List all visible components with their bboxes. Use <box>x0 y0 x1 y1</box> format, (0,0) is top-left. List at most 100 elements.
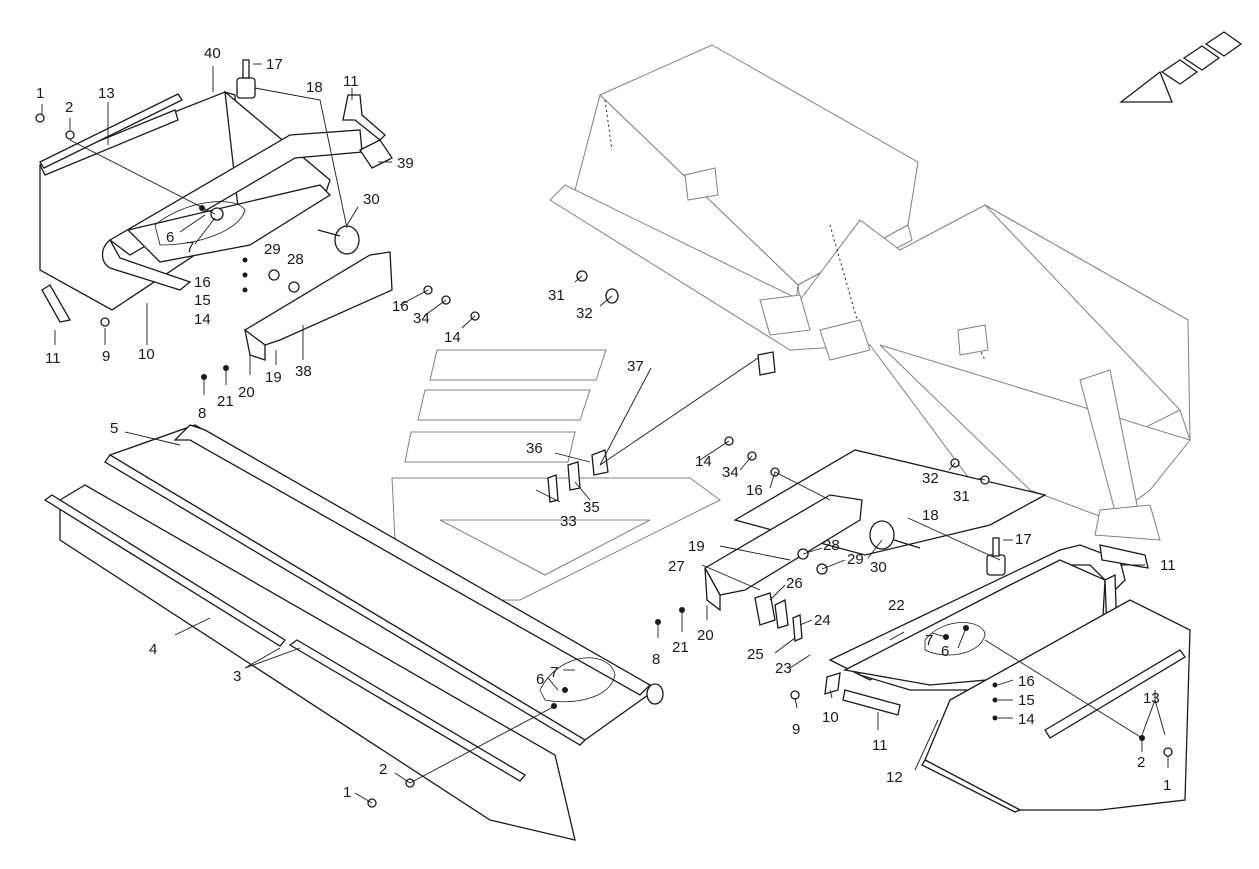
callout-24: 24 <box>814 612 831 629</box>
direction-arrow-icon <box>1119 31 1243 103</box>
callout-18: 18 <box>922 507 939 524</box>
callout-16: 16 <box>1018 673 1035 690</box>
center-fitting-37 <box>757 351 776 376</box>
callout-9: 9 <box>102 348 110 365</box>
left-rubber-30 <box>317 225 360 255</box>
hopper-body <box>549 44 1191 541</box>
panel-4 <box>59 484 576 841</box>
left-inner-plate <box>126 184 332 263</box>
callouts: 1 2 13 40 17 18 11 39 30 6 7 29 28 16 15… <box>36 45 1176 801</box>
right-strip-13 <box>1044 649 1186 739</box>
callout-19: 19 <box>265 369 282 386</box>
callout-6: 6 <box>166 229 174 246</box>
callout-23: 23 <box>775 660 792 677</box>
callout-16: 16 <box>392 298 409 315</box>
callout-33: 33 <box>560 513 577 530</box>
callout-40: 40 <box>204 45 221 62</box>
callout-32: 32 <box>922 470 939 487</box>
callout-14: 14 <box>444 329 461 346</box>
callout-2: 2 <box>379 761 387 778</box>
callout-29: 29 <box>847 551 864 568</box>
callout-20: 20 <box>697 627 714 644</box>
callout-20: 20 <box>238 384 255 401</box>
right-rubber-30 <box>869 520 921 550</box>
callout-15: 15 <box>1018 692 1035 709</box>
right-hardware <box>367 436 1173 808</box>
left-damper-17 <box>236 59 256 99</box>
callout-1: 1 <box>343 784 351 801</box>
callout-21: 21 <box>672 639 689 656</box>
callout-31: 31 <box>953 488 970 505</box>
callout-13: 13 <box>98 85 115 102</box>
callout-1: 1 <box>36 85 44 102</box>
right-bracket-11b <box>842 689 901 716</box>
right-side-panel-12 <box>921 599 1191 813</box>
callout-3: 3 <box>233 668 241 685</box>
callout-14: 14 <box>194 311 211 328</box>
callout-8: 8 <box>652 651 660 668</box>
strips-3 <box>43 494 526 782</box>
callout-37: 37 <box>627 358 644 375</box>
left-strip-13 <box>39 93 183 169</box>
callout-39: 39 <box>397 155 414 172</box>
left-bracket-11 <box>342 94 386 141</box>
left-console-38 <box>243 251 393 361</box>
callout-14: 14 <box>695 453 712 470</box>
callout-11: 11 <box>872 737 888 754</box>
callout-17: 17 <box>266 56 283 73</box>
callout-36: 36 <box>526 440 543 457</box>
callout-4: 4 <box>149 641 157 658</box>
callout-2: 2 <box>1137 754 1145 771</box>
callout-10: 10 <box>822 709 839 726</box>
callout-13: 13 <box>1143 690 1160 707</box>
callout-38: 38 <box>295 363 312 380</box>
leader-lines <box>41 63 1169 804</box>
callout-7: 7 <box>925 632 933 649</box>
callout-26: 26 <box>786 575 803 592</box>
callout-2: 2 <box>65 99 73 116</box>
callout-32: 32 <box>576 305 593 322</box>
callout-28: 28 <box>823 537 840 554</box>
callout-28: 28 <box>287 251 304 268</box>
callout-15: 15 <box>194 292 211 309</box>
callout-31: 31 <box>548 287 565 304</box>
right-bracket-11 <box>1099 544 1149 569</box>
callout-9: 9 <box>792 721 800 738</box>
callout-6: 6 <box>536 671 544 688</box>
right-fittings <box>754 592 841 695</box>
callout-35: 35 <box>583 499 600 516</box>
callout-25: 25 <box>747 646 764 663</box>
callout-14: 14 <box>1018 711 1035 728</box>
callout-30: 30 <box>363 191 380 208</box>
left-bracket-11b <box>41 284 72 323</box>
left-holder-39 <box>359 139 393 169</box>
callout-17: 17 <box>1015 531 1032 548</box>
callout-8: 8 <box>198 405 206 422</box>
rail-5-plate <box>539 657 616 703</box>
right-damper-17 <box>986 537 1006 576</box>
center-arrow-graphic <box>391 349 721 601</box>
callout-34: 34 <box>722 464 739 481</box>
callout-27: 27 <box>668 558 685 575</box>
callout-5: 5 <box>110 420 118 437</box>
callout-7: 7 <box>186 239 194 256</box>
right-console <box>704 494 863 612</box>
callout-7: 7 <box>550 664 558 681</box>
callout-16: 16 <box>194 274 211 291</box>
callout-29: 29 <box>264 241 281 258</box>
callout-11: 11 <box>343 73 359 90</box>
callout-34: 34 <box>413 310 430 327</box>
callout-19: 19 <box>688 538 705 555</box>
rail-5 <box>104 424 664 746</box>
callout-11: 11 <box>45 350 61 367</box>
callout-10: 10 <box>138 346 155 363</box>
callout-12: 12 <box>886 769 903 786</box>
callout-22: 22 <box>888 597 905 614</box>
callout-6: 6 <box>941 643 949 660</box>
callout-11: 11 <box>1160 557 1176 574</box>
callout-18: 18 <box>306 79 323 96</box>
callout-1: 1 <box>1163 777 1171 794</box>
callout-21: 21 <box>217 393 234 410</box>
